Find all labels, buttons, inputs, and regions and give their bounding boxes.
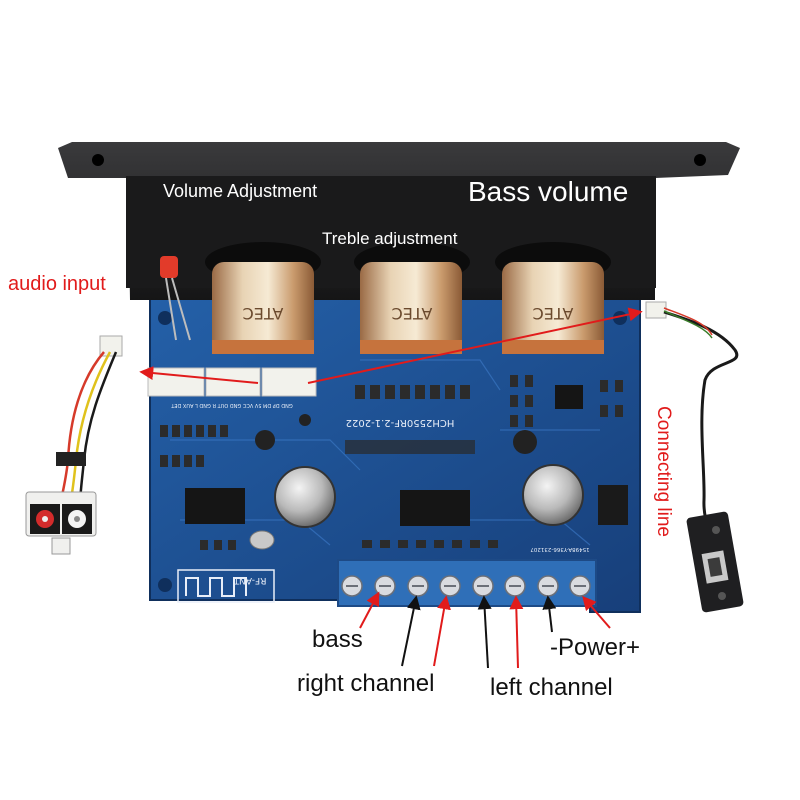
header-pin-markings: GND DP DM 5V VCC GND OUT R GND L AUX DET <box>170 402 292 408</box>
potentiometer-bass[interactable]: ATEC <box>495 242 611 354</box>
led-indicator <box>160 256 191 341</box>
label-volume-adjustment: Volume Adjustment <box>163 181 318 201</box>
svg-text:ATEC: ATEC <box>243 304 284 323</box>
header-connectors: GND DP DM 5V VCC GND OUT R GND L AUX DET <box>147 367 317 408</box>
label-audio-input: audio input <box>8 273 106 295</box>
audio-input-cable <box>56 335 123 506</box>
label-connecting-line: Connecting line <box>652 406 674 537</box>
board-components: HCH2550RF-2.1-2022 15498A-Y366-231207 RF… <box>160 375 628 603</box>
screw-terminal-block[interactable] <box>337 559 597 607</box>
label-treble-adjustment: Treble adjustment <box>322 229 458 248</box>
label-right-channel: right channel <box>297 670 435 697</box>
board-model-marking: HCH2550RF-2.1-2022 <box>346 417 455 428</box>
board-serial-marking: 15498A-Y366-231207 <box>530 546 590 552</box>
svg-text:ATEC: ATEC <box>392 304 433 323</box>
label-bass-volume: Bass volume <box>468 176 629 207</box>
connecting-line-cable <box>645 301 739 551</box>
label-left-channel: left channel <box>490 674 613 701</box>
potentiometer-treble[interactable]: ATEC <box>354 242 470 354</box>
antenna-marking: RF-ANT <box>233 575 266 585</box>
label-bass: bass <box>312 626 363 653</box>
pointer-arrows <box>139 307 643 669</box>
rca-jack-icon <box>25 491 97 555</box>
svg-text:ATEC: ATEC <box>533 304 574 323</box>
usb-socket-icon <box>686 511 744 613</box>
potentiometer-volume[interactable]: ATEC <box>205 242 321 354</box>
label-power: -Power+ <box>550 634 641 661</box>
